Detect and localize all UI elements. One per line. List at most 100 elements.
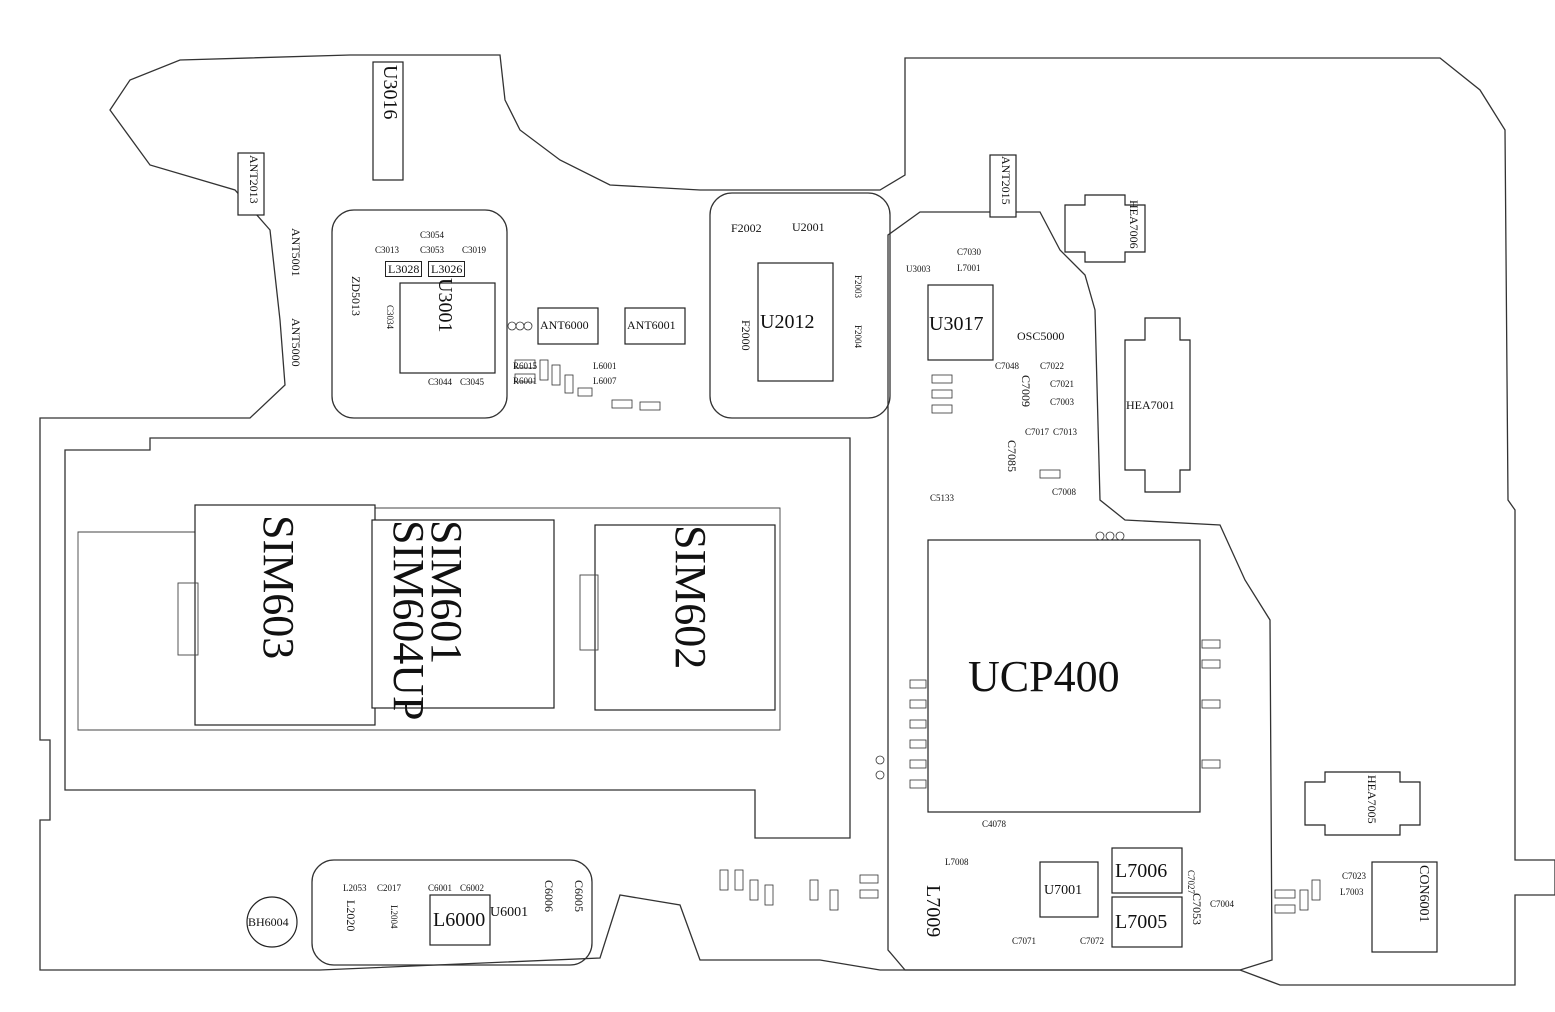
c3045-label: C3045 [460,377,485,387]
c7053-label: C7053 [1190,893,1204,926]
l3028-label: L3028 [385,261,423,277]
l7001-label: L7001 [957,263,981,273]
l7005-box [1111,896,1183,948]
u2012-chip [757,262,834,382]
l3026-label: L3026 [428,261,466,277]
c7072-label: C7072 [1080,936,1105,946]
ant6000-label: ANT6000 [540,318,589,332]
bh6004-hole [246,896,298,948]
hea7001-label: HEA7001 [1126,398,1175,412]
zd5013-label: ZD5013 [349,276,363,316]
f2000-label: F2000 [739,320,753,351]
c7003-label: C7003 [1050,397,1075,407]
ant6000-pad [537,307,599,345]
c7085-label: C7085 [1005,440,1019,473]
ant5000-label: ANT5000 [289,318,303,367]
c7022-label: C7022 [1040,361,1065,371]
c3034-label: C3034 [385,305,395,330]
con6001-label: CON6001 [1416,865,1431,923]
c4078-label: C4078 [982,819,1007,829]
c7013-label: C7013 [1053,427,1078,437]
ant6001-pad [624,307,686,345]
c5133-label: C5133 [930,493,955,503]
c7009-label: C7009 [1019,375,1033,408]
c7008-label: C7008 [1052,487,1077,497]
hea7005-label: HEA7005 [1365,775,1379,824]
u6001-label: U6001 [490,905,529,920]
r6001-label: R6001 [513,376,538,386]
osc5000-label: OSC5000 [1017,329,1065,343]
sim602-slot [594,524,776,711]
c7048-label: C7048 [995,361,1020,371]
hea7005-body [1304,771,1421,836]
l7005-label: L7005 [1115,911,1168,933]
ant2015-label: ANT2015 [999,156,1013,205]
u2012-shield [709,192,891,419]
u3001-label: U3001 [434,278,456,333]
ucp400-shield [887,211,1273,971]
l6000-box [429,894,491,946]
c3044-label: C3044 [428,377,453,387]
sim602-notch [579,574,599,651]
u3016-label: U3016 [379,65,401,120]
board-outline [39,54,1555,986]
l7006-box [1111,847,1183,894]
c7021-label: C7021 [1050,379,1075,389]
sim602-label: SIM602 [666,525,715,670]
f2002-label: F2002 [731,221,762,235]
c3013-label: C3013 [375,245,400,255]
l2020-label: L2020 [344,900,358,932]
c3019-label: C3019 [462,245,487,255]
u3001-chip [399,282,496,374]
u3016-box [372,61,404,181]
con6001-body [1371,861,1438,953]
l7008-label: L7008 [945,857,969,867]
c7017-label: C7017 [1025,427,1050,437]
ant2013-pad [237,152,265,216]
ant5001-label: ANT5001 [289,228,303,277]
l2004-label: L2004 [389,905,399,929]
hea7006-body [1064,194,1146,263]
c7027-label: C7027 [1186,870,1196,895]
c3053-label: C3053 [420,245,445,255]
u3017-chip [927,284,994,361]
ant2013-label: ANT2013 [247,155,261,204]
u7001-label: U7001 [1044,883,1083,898]
ant2015-pad [989,154,1017,218]
bh6004-label: BH6004 [248,915,289,929]
l6000-label: L6000 [433,909,486,931]
l7009-label: L7009 [922,885,944,938]
c6005-label: C6005 [572,880,586,913]
l7003-label: L7003 [1340,887,1364,897]
u3001-shield [331,209,508,419]
c7004-label: C7004 [1210,899,1235,909]
l7006-label: L7006 [1115,860,1168,882]
l6001-label: L6001 [593,361,617,371]
u2012-label: U2012 [760,311,815,333]
l2053-label: L2053 [343,883,367,893]
ucp400-chip [927,539,1201,813]
c7023-label: C7023 [1342,871,1367,881]
c6001-label: C6001 [428,883,453,893]
l6007-label: L6007 [593,376,617,386]
sim-tray-outline [64,437,851,839]
sim604up-label: SIM604UP [384,520,433,721]
sim603-label: SIM603 [254,515,303,660]
sim603-notch [177,582,199,656]
c6006-label: C6006 [542,880,556,913]
r6015-label: R6015 [513,361,538,371]
u3017-label: U3017 [929,313,984,335]
u3003-label: U3003 [906,264,931,274]
hea7001-body [1124,317,1191,493]
ucp400-label: UCP400 [968,652,1120,701]
passive-pads [507,321,1321,914]
f2003-label: F2003 [853,275,863,299]
sim601-slot [371,519,555,709]
u6001-shield [311,859,593,966]
sim603-slot [194,504,376,726]
c2017-label: C2017 [377,883,402,893]
ant6001-label: ANT6001 [627,318,676,332]
c6002-label: C6002 [460,883,485,893]
c7030-label: C7030 [957,247,982,257]
